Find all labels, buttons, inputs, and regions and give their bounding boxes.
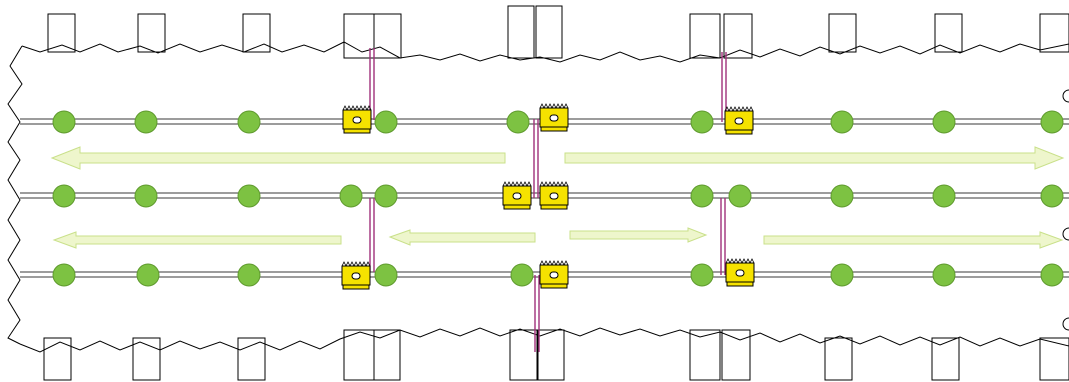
top-notch [137,13,166,53]
device-icon [342,105,372,134]
node [339,184,363,208]
top-notch [373,13,402,59]
bottom-notch [824,337,853,381]
bottom-notch [237,337,266,381]
node [932,184,956,208]
arrow-left [388,229,536,246]
node [690,184,714,208]
node [830,263,854,287]
node [237,184,261,208]
device-icon [341,261,371,290]
node [1040,184,1064,208]
nodes [52,110,1064,287]
node [1040,263,1064,287]
right-edge-markers [1062,89,1069,331]
node [830,184,854,208]
top-notch [507,5,535,59]
top-notch [934,13,963,53]
bottom-notch [373,329,401,381]
top-notch [47,13,76,53]
top-notch [828,13,857,53]
top-boundary [21,5,1069,63]
bottom-notch [931,337,960,381]
device-icon [502,181,532,210]
bottom-notch [1039,337,1069,381]
node [506,110,530,134]
arrow-right [564,146,1065,170]
node [237,263,261,287]
node [374,184,398,208]
bottom-notch [537,329,565,381]
top-notch [723,13,753,59]
left-edge [7,45,23,345]
node [237,110,261,134]
arrow-left [50,146,506,170]
node [932,110,956,134]
device-icon [725,258,755,287]
node [728,184,752,208]
node [690,263,714,287]
bottom-notch [132,337,161,381]
bottom-notch [509,329,538,381]
device-icon [724,106,754,135]
node [1040,110,1064,134]
node [690,110,714,134]
arrow-right [763,231,1064,249]
bottom-boundary [19,327,1069,381]
bottom-notch [689,329,721,381]
node [830,110,854,134]
bottom-notch [343,329,375,381]
node [52,263,76,287]
device-icon [539,181,569,210]
flow-arrows [50,146,1065,249]
node [374,110,398,134]
node [134,110,158,134]
node [374,263,398,287]
node [52,184,76,208]
node [134,184,158,208]
arrow-left [52,231,342,249]
arrow-right [569,227,708,243]
top-notch [689,13,721,59]
top-notch [242,13,271,53]
node [932,263,956,287]
node [136,263,160,287]
device-icon [539,260,569,289]
device-icon [539,103,569,132]
top-notch [1039,13,1069,53]
top-notch [535,5,563,59]
node [510,263,534,287]
node [52,110,76,134]
